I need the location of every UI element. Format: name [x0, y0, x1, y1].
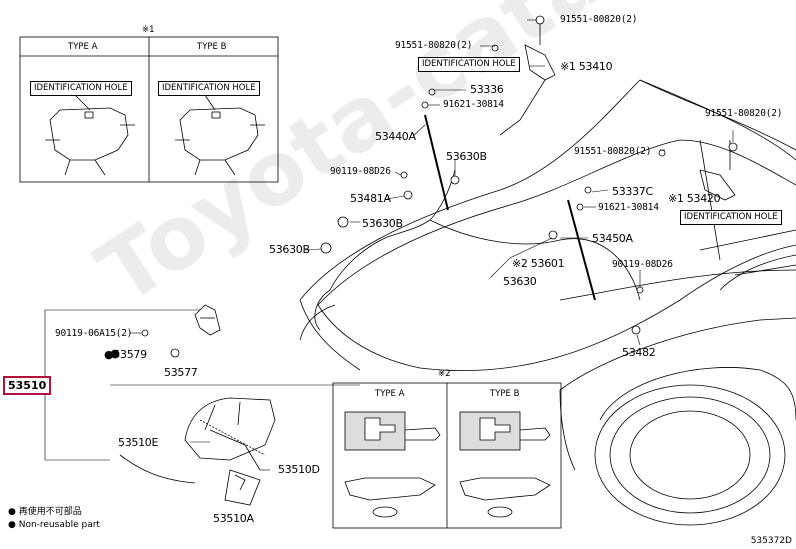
legend-line-1: ● 再使用不可部品	[8, 508, 82, 517]
inset-bottom-type-a: TYPE A	[375, 389, 405, 399]
leader-lines	[44, 19, 734, 471]
part-label-53481A[interactable]: 53481A	[350, 192, 391, 205]
part-label-53510A[interactable]: 53510A	[213, 512, 254, 525]
legend-text-2: Non-reusable part	[18, 520, 100, 530]
inset-top-id-hole-a: IDENTIFICATION HOLE	[30, 81, 132, 96]
part-label-90119-b[interactable]: 90119-08D26	[612, 259, 673, 270]
inset-top-mark: ※1	[142, 25, 155, 35]
part-label-53510D[interactable]: 53510D	[278, 463, 320, 476]
part-label-53450A[interactable]: 53450A	[592, 232, 633, 245]
part-label-90119-a[interactable]: 90119-08D26	[330, 166, 391, 177]
part-label-91551-top[interactable]: 91551-80820(2)	[560, 14, 638, 25]
legend-line-2: ● Non-reusable part	[8, 521, 100, 530]
hood-support-rod-right	[567, 199, 596, 301]
hood-support-rod-left	[424, 114, 449, 211]
part-label-53630[interactable]: 53630	[503, 275, 537, 288]
inset-top-bracket-a	[45, 94, 135, 176]
part-label-53510-selected[interactable]: 53510	[3, 376, 52, 395]
part-label-53510E[interactable]: 53510E	[118, 436, 159, 449]
inset-top-id-hole-b: IDENTIFICATION HOLE	[158, 81, 260, 96]
hood-lock-assembly	[119, 397, 276, 506]
inset-bottom-type-b: TYPE B	[490, 389, 520, 399]
inset-top-type-b: TYPE B	[197, 42, 227, 52]
part-label-90119-06A15[interactable]: 90119-06A15(2)	[55, 328, 133, 339]
part-label-91621-b[interactable]: 91621-30814	[598, 202, 659, 213]
part-label-53579[interactable]: ●53579	[104, 348, 147, 361]
part-label-91551-right1[interactable]: 91551-80820(2)	[705, 108, 783, 119]
part-label-53601[interactable]: ※2 53601	[512, 257, 565, 270]
fender-outline	[559, 139, 796, 526]
hood-hinge-left	[499, 20, 556, 136]
diagram-code: 535372D	[750, 536, 792, 546]
inset-bottom-mark: ※2	[438, 369, 451, 379]
part-label-91621-a[interactable]: 91621-30814	[443, 99, 504, 110]
small-fasteners	[110, 15, 738, 359]
inset-bottom-part-a	[344, 411, 441, 518]
part-label-53336[interactable]: 53336	[470, 83, 504, 96]
inset-top-bracket-b	[175, 94, 265, 176]
bullet-icon: ●	[8, 520, 16, 530]
inset-bottom-part-b	[459, 411, 551, 518]
legend-text-1: 再使用不可部品	[18, 507, 82, 517]
part-label-53440A[interactable]: 53440A	[375, 130, 416, 143]
part-label-91551-right2[interactable]: 91551-80820(2)	[574, 146, 652, 157]
id-hole-label-right: IDENTIFICATION HOLE	[680, 210, 782, 225]
part-label-53482[interactable]: 53482	[622, 346, 656, 359]
inset-top-type-a: TYPE A	[68, 42, 98, 52]
part-label-53630B-c[interactable]: 53630B	[269, 243, 310, 256]
part-label-53420[interactable]: ※1 53420	[668, 192, 721, 205]
id-hole-label-top: IDENTIFICATION HOLE	[418, 57, 520, 72]
hood-outline	[299, 79, 796, 371]
part-label-53630B-b[interactable]: 53630B	[362, 217, 403, 230]
bullet-icon: ●	[8, 507, 16, 517]
hood-lock-upper	[194, 304, 221, 336]
part-label-53410[interactable]: ※1 53410	[560, 60, 613, 73]
part-label-91551-left[interactable]: 91551-80820(2)	[395, 40, 473, 51]
hood-release-cable	[329, 169, 641, 301]
part-label-53337C[interactable]: 53337C	[612, 185, 653, 198]
part-label-53577[interactable]: 53577	[164, 366, 198, 379]
part-label-53630B-a[interactable]: 53630B	[446, 150, 487, 163]
